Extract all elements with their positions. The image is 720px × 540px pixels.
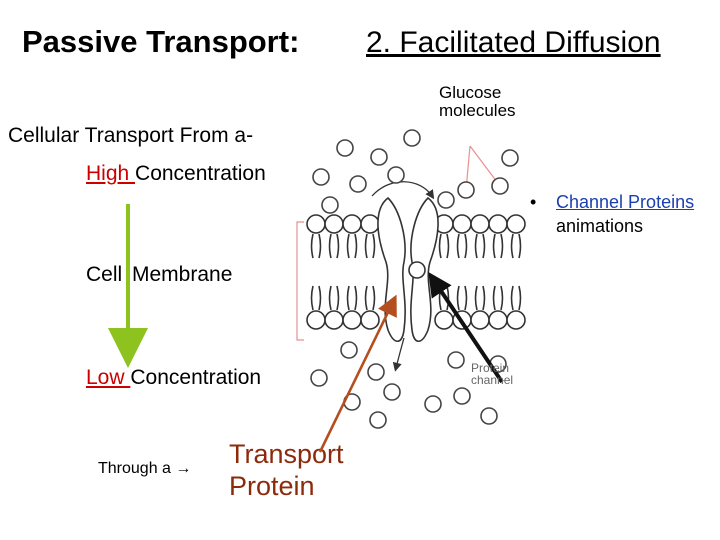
glucose-label: Glucose molecules <box>439 83 516 120</box>
channel-entry-arrow-icon <box>371 181 435 200</box>
low-concentration-label: Low Concentration <box>86 366 261 390</box>
protein-channel-pointer-arrow-icon <box>428 272 504 384</box>
from-label: Cellular Transport From a- <box>8 124 254 147</box>
through-text: Through a <box>98 460 171 477</box>
high-word: High <box>86 162 136 185</box>
slide-title: Passive Transport: <box>22 24 300 59</box>
upper-lipid-tails <box>310 233 522 259</box>
upper-lipid-heads <box>306 214 526 234</box>
low-word: Low <box>86 366 131 389</box>
protein-channel-label: Protein channel <box>471 361 514 387</box>
high-concentration-label: High Concentration <box>86 162 266 186</box>
animations-text: animations <box>556 216 644 236</box>
transport-protein-pointer-arrow-icon <box>318 294 397 453</box>
high-concentration-word: Concentration <box>135 162 266 185</box>
bullet-icon: • <box>530 192 537 212</box>
slide-subtitle: 2. Facilitated Diffusion <box>366 26 661 59</box>
low-concentration-word: Concentration <box>130 366 262 389</box>
cell-membrane-label: Cell Membrane <box>86 263 233 286</box>
membrane-illustration <box>296 181 526 372</box>
right-arrow-icon: → <box>175 460 192 477</box>
glucose-molecules <box>310 129 519 429</box>
channel-exit-arrow-icon <box>392 337 405 372</box>
through-label: Through a → <box>98 460 191 478</box>
protein-channel-left-lobe <box>377 196 406 343</box>
channel-proteins-link[interactable]: Channel Proteins <box>556 192 695 212</box>
